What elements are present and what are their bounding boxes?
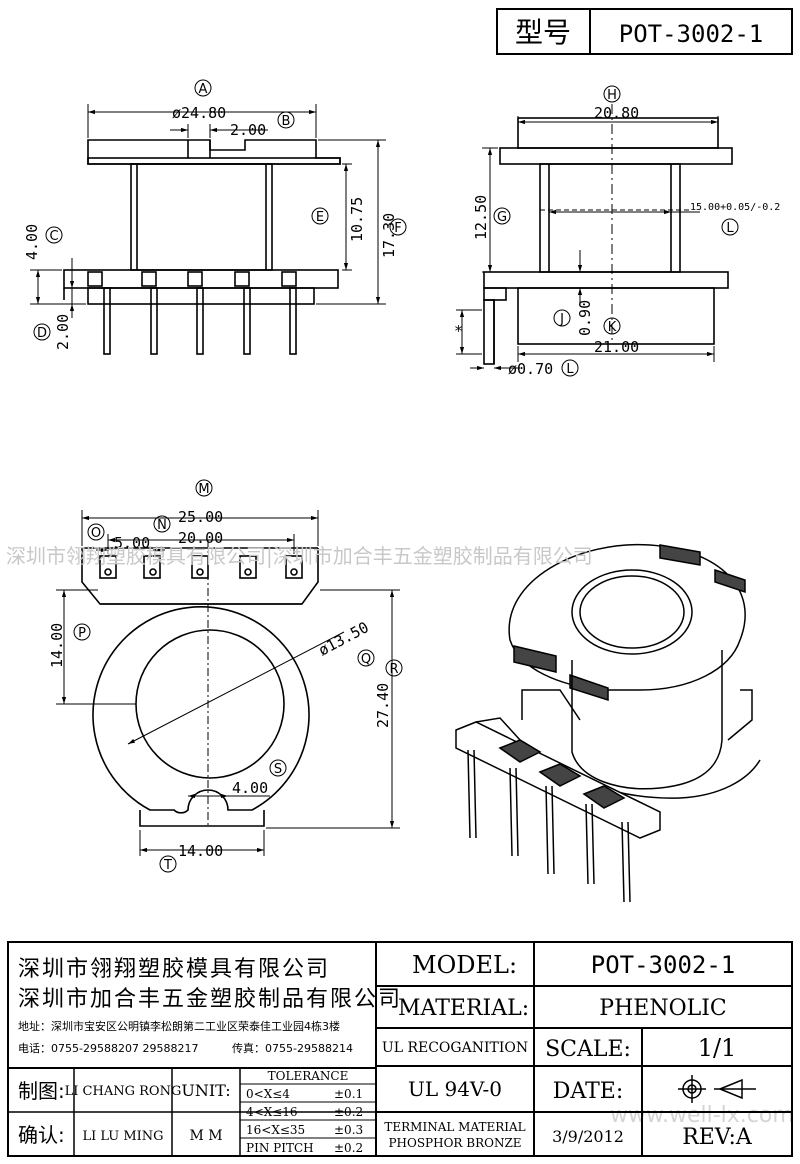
- unit-label: UNIT:: [181, 1081, 230, 1100]
- dim-p: 14.00: [48, 623, 66, 668]
- title-block-text: 深圳市翎翔塑胶模具有限公司 深圳市加合丰五金塑胶制品有限公司 地址：深圳市宝安区…: [18, 951, 753, 1155]
- isometric-view: [455, 543, 761, 903]
- side-view: [483, 104, 733, 365]
- phone: 电话：0755-29588207 29588217: [18, 1042, 198, 1055]
- callout-a: A: [199, 82, 208, 97]
- callout-m: M: [198, 482, 209, 497]
- top-view-text: 25.00 5.00 20.00 14.00 ø13.50 27.40 4.00…: [48, 508, 392, 860]
- callout-r: R: [389, 662, 398, 677]
- watermark: 深圳市翎翔塑胶模具有限公司|深圳市加合丰五金塑胶制品有限公司 www.well-…: [6, 544, 794, 1128]
- terminal-label-2: PHOSPHOR BRONZE: [388, 1136, 521, 1150]
- model-label: MODEL:: [412, 951, 517, 979]
- projection-symbol-icon: [678, 1075, 756, 1103]
- callout-f: F: [394, 221, 401, 236]
- side-view-dims: [456, 116, 719, 371]
- front-view-dims: [30, 104, 386, 318]
- side-view-text: 20.80 12.50 15.00+0.05/-0.2 0.90 21.00 ø…: [454, 104, 780, 378]
- tolerance-title: TOLERANCE: [268, 1069, 349, 1083]
- dim-f: 17.30: [380, 213, 398, 258]
- callout-c: C: [49, 229, 58, 244]
- terminal-label-1: TERMINAL MATERIAL: [384, 1120, 525, 1134]
- address: 地址：深圳市宝安区公明镇李松朗第二工业区荣泰佳工业园4栋3楼: [18, 1019, 340, 1033]
- dim-21: 21.00: [594, 338, 639, 356]
- dim-t: 14.00: [178, 842, 223, 860]
- top-view-dims: [56, 510, 400, 856]
- drawn-by: LI CHANG RONG: [65, 1084, 182, 1099]
- model-value: POT-3002-1: [591, 951, 736, 979]
- side-view-callout-letters: H G L J K L: [497, 88, 734, 377]
- material-label: MATERIAL:: [398, 996, 529, 1021]
- top-view: [81, 540, 319, 828]
- callout-k: K: [608, 320, 617, 335]
- dim-o: 5.00: [114, 534, 150, 552]
- front-view-callout-letters: A B E F C D: [37, 82, 402, 341]
- callout-s: S: [274, 762, 282, 777]
- callout-p: P: [78, 626, 86, 641]
- date-label: DATE:: [553, 1079, 623, 1104]
- company-1: 深圳市翎翔塑胶模具有限公司: [18, 957, 330, 982]
- front-view-callouts: [33, 79, 407, 341]
- scale-value: 1/1: [698, 1034, 737, 1062]
- dim-l: 15.00+0.05/-0.2: [690, 202, 780, 213]
- dim-star: *: [454, 322, 463, 340]
- ul-label: UL RECOGANITION: [382, 1040, 528, 1056]
- title-block-grid: [7, 941, 793, 1157]
- watermark-text: 深圳市翎翔塑胶模具有限公司|深圳市加合丰五金塑胶制品有限公司: [6, 544, 593, 568]
- callout-o: O: [91, 526, 101, 541]
- top-view-callout-letters: M N O P Q R S T: [78, 482, 398, 873]
- callout-j: J: [559, 312, 564, 327]
- dim-b: 2.00: [230, 121, 266, 139]
- front-view-text: ø24.80 2.00 10.75 17.30 4.00 2.00: [23, 104, 398, 350]
- callout-b: B: [282, 114, 291, 129]
- tolerance-range-2: 4<X≤16: [246, 1105, 298, 1119]
- material-value: PHENOLIC: [599, 996, 726, 1021]
- callout-q: Q: [361, 652, 371, 667]
- top-view-callouts: [73, 479, 403, 873]
- dim-a-diameter: ø24.80: [172, 104, 226, 122]
- dim-m: 25.00: [178, 508, 223, 526]
- company-2: 深圳市加合丰五金塑胶制品有限公司: [18, 987, 402, 1012]
- callout-n: N: [157, 518, 167, 533]
- header-model: POT-3002-1: [619, 20, 764, 48]
- dim-h: 20.80: [594, 104, 639, 122]
- tolerance-range-4: PIN PITCH: [246, 1141, 314, 1155]
- dim-d: 2.00: [54, 314, 72, 350]
- ul-value: UL 94V-0: [408, 1077, 502, 1101]
- checked-by: LI LU MING: [82, 1129, 163, 1144]
- tolerance-value-2: ±0.2: [334, 1105, 363, 1119]
- callout-l-lower: L: [566, 362, 574, 377]
- dim-c: 4.00: [23, 224, 41, 260]
- dim-s: 4.00: [232, 779, 268, 797]
- tolerance-value-4: ±0.2: [334, 1141, 363, 1155]
- tolerance-range-3: 16<X≤35: [246, 1123, 305, 1137]
- tolerance-value-3: ±0.3: [334, 1123, 363, 1137]
- unit-value: M M: [189, 1128, 222, 1144]
- date-value: 3/9/2012: [552, 1127, 624, 1146]
- watermark-site: www.well-lx.com: [610, 1103, 794, 1128]
- header-box: 型号 POT-3002-1: [496, 8, 793, 55]
- callout-g: G: [497, 210, 507, 225]
- callout-e: E: [316, 210, 324, 225]
- dim-n: 20.00: [178, 529, 223, 547]
- dim-r: 27.40: [374, 683, 392, 728]
- callout-t: T: [163, 858, 172, 873]
- revision: REV:A: [682, 1125, 753, 1150]
- tolerance-value-1: ±0.1: [334, 1087, 363, 1101]
- side-view-callouts: [493, 85, 739, 377]
- callout-d: D: [37, 326, 47, 341]
- dim-pin-diameter: ø0.70: [508, 360, 553, 378]
- fax: 传真：0755-29588214: [232, 1041, 353, 1055]
- dim-g: 12.50: [472, 195, 490, 240]
- tolerance-range-1: 0<X≤4: [246, 1087, 290, 1101]
- drawn-label: 制图:: [18, 1079, 65, 1103]
- scale-label: SCALE:: [545, 1037, 631, 1062]
- front-view: [63, 139, 341, 355]
- callout-h: H: [607, 88, 617, 103]
- dim-e: 10.75: [348, 197, 366, 242]
- callout-l-upper: L: [726, 221, 734, 236]
- dim-j: 0.90: [576, 300, 594, 336]
- checked-label: 确认:: [18, 1123, 65, 1147]
- type-label: 型号: [515, 16, 571, 49]
